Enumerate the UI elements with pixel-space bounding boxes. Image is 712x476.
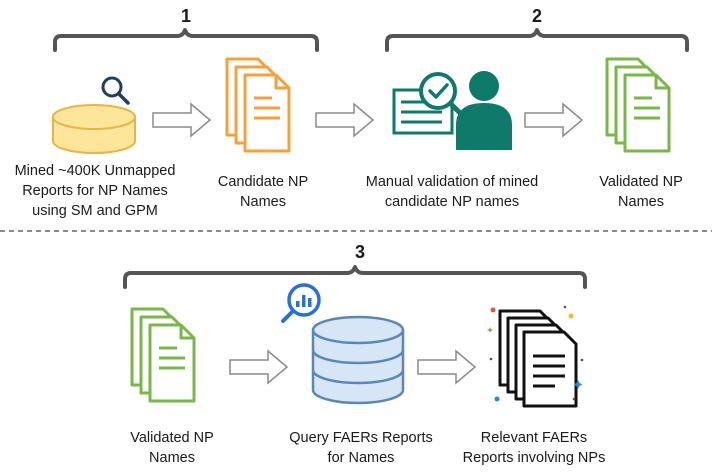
step-number-1: 1 [180,6,191,26]
label-mined-reports: Mined ~400K Unmapped Reports for NP Name… [14,163,176,219]
arrow-5 [417,349,477,385]
reviewer-validation-icon [392,71,512,150]
arrow-4 [229,349,289,385]
label-manual-validation: Manual validation of mined candidate NP … [365,174,539,210]
documents-black-icon [487,305,584,408]
bracket-step-2 [385,28,689,52]
arrow-1 [152,102,212,138]
database-query-icon [281,283,405,405]
step-number-2: 2 [531,6,542,26]
database-search-icon [52,76,136,154]
documents-green-icon-top [605,57,671,153]
bracket-step-3 [123,265,587,289]
label-validated-np-names-top: Validated NP Names [599,174,683,210]
label-relevant-faers: Relevant FAERs Reports involving NPs [462,430,606,466]
documents-green-icon-bottom [130,307,196,403]
label-candidate-np-names: Candidate NP Names [217,174,309,210]
bracket-step-1 [53,28,319,52]
label-validated-np-names-bottom: Validated NP Names [130,430,214,466]
documents-orange-icon [225,57,291,153]
arrow-2 [315,102,375,138]
arrow-3 [524,102,584,138]
step-number-3: 3 [354,242,365,262]
label-query-faers: Query FAERs Reports for Names [289,430,433,466]
